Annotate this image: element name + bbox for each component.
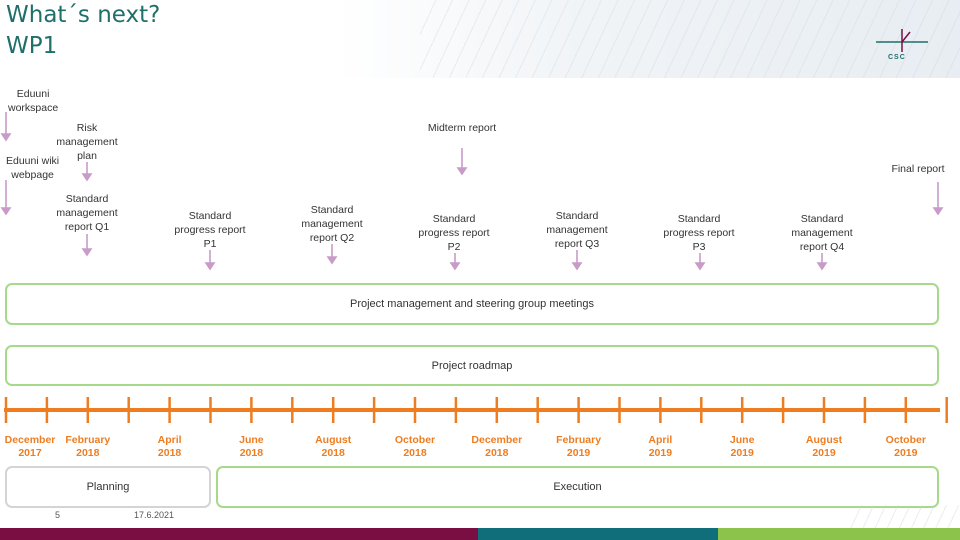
meetings-band: Project management and steering group me…: [5, 283, 939, 325]
footer-bar-green: [718, 528, 960, 540]
logo-text: CSC: [888, 54, 906, 61]
csc-logo: [876, 29, 928, 52]
milestone-final: Final report: [891, 163, 945, 175]
page-number: 5: [55, 510, 61, 520]
roadmap-band: Project roadmap: [5, 345, 939, 386]
slide-subtitle: WP1: [6, 33, 58, 59]
footer-bar-maroon: [0, 528, 478, 540]
header-background: [0, 0, 960, 78]
footer-decoration: [850, 505, 960, 528]
execution-band: Execution: [216, 466, 939, 508]
milestone-arrows: [0, 112, 944, 271]
slide-title: What´s next?: [6, 2, 161, 28]
footer-bar-teal: [478, 528, 718, 540]
timeline-axis: [4, 397, 948, 423]
header-decoration: [420, 0, 960, 78]
planning-band: Planning: [5, 466, 211, 508]
footer-date: 17.6.2021: [134, 510, 175, 520]
milestone-midterm: Midterm report: [427, 122, 497, 134]
